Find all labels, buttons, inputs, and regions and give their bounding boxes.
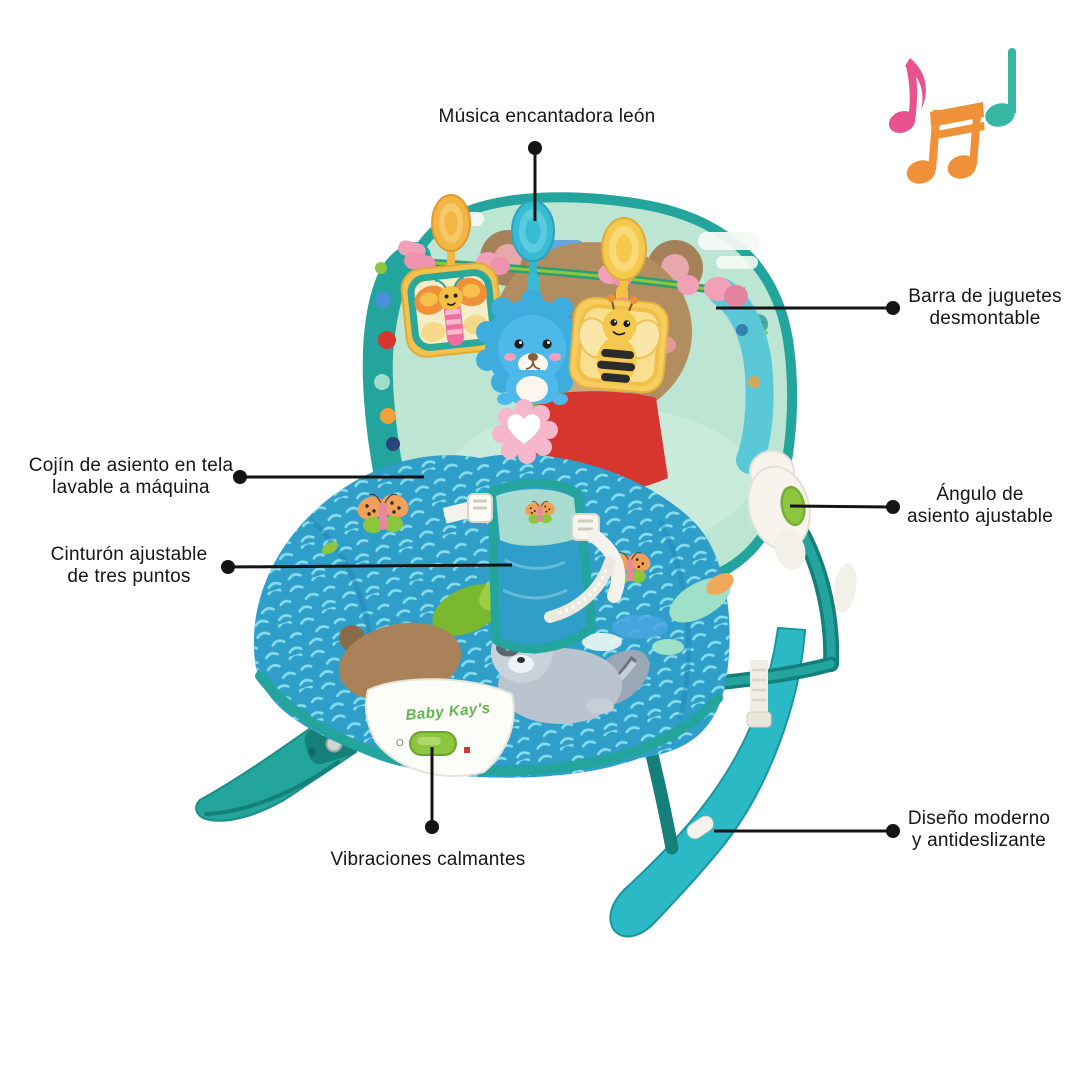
switch-off-marker: O — [396, 738, 404, 749]
eighth-note-pink-icon — [888, 58, 926, 133]
callout-vibration: Vibraciones calmantes — [330, 849, 526, 870]
lion-toy — [476, 289, 589, 464]
music-notes-icon — [888, 48, 1016, 184]
heart-teether — [492, 399, 558, 464]
harness — [442, 478, 626, 654]
quarter-note-teal-icon — [985, 48, 1016, 127]
callout-recline: Ángulo de asiento ajustable — [906, 484, 1054, 527]
toy-disc-yellow — [601, 217, 647, 288]
callout-seat-fabric: Cojín de asiento en tela lavable a máqui… — [28, 455, 234, 498]
frame-end-cap — [833, 563, 857, 613]
callout-design: Diseño moderno y antideslizante — [907, 808, 1051, 851]
callout-music: Música encantadora león — [439, 106, 656, 128]
bee-toy — [568, 294, 669, 394]
frame-strap — [746, 660, 772, 728]
toy-disc-teal — [511, 200, 555, 276]
toy-disc-orange — [431, 194, 471, 268]
callout-toy-bar: Barra de juguetes desmontable — [908, 286, 1062, 329]
callout-belt: Cinturón ajustable de tres puntos — [50, 544, 208, 587]
leg-clip — [686, 815, 714, 840]
recline-knob — [747, 450, 811, 570]
vibration-panel: Baby Kay's O — [365, 678, 515, 777]
callout-music-text: Música encantadora león — [438, 106, 656, 127]
beamed-notes-orange-icon — [906, 102, 985, 184]
raccoon-print — [491, 612, 650, 724]
